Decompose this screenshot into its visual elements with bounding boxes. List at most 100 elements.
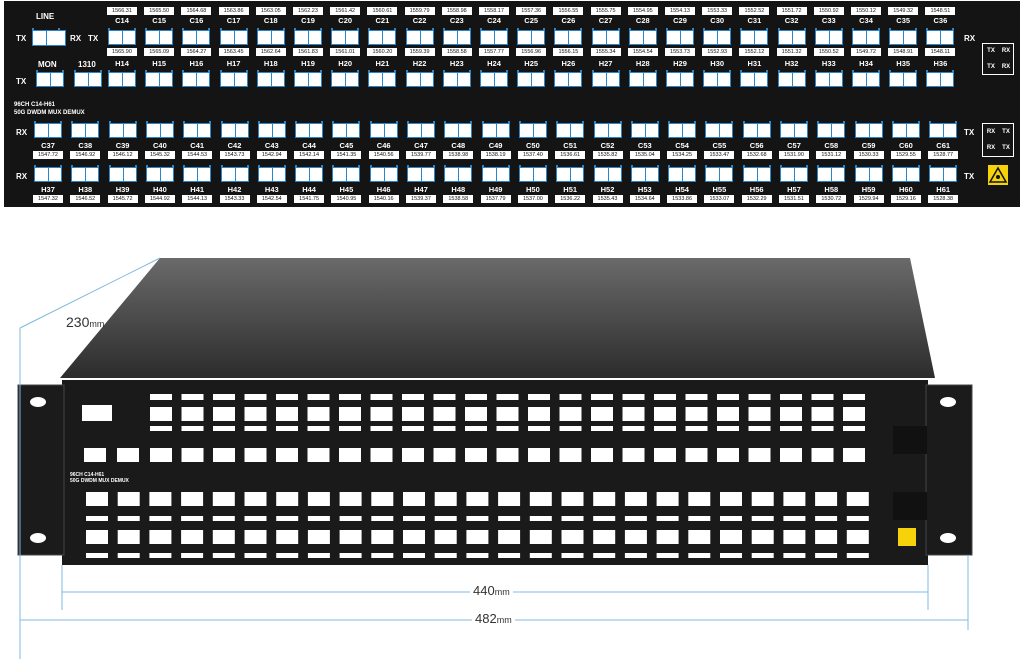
row2-port[interactable] (108, 70, 136, 87)
row2-port[interactable] (814, 70, 843, 87)
row4-port[interactable] (295, 165, 324, 182)
row3-port[interactable] (332, 121, 361, 138)
row1-port[interactable] (368, 28, 397, 45)
row4-port[interactable] (34, 165, 62, 182)
row3-port[interactable] (854, 121, 883, 138)
row1-port[interactable] (740, 28, 769, 45)
row1-port[interactable] (405, 28, 434, 45)
row2-port[interactable] (182, 70, 211, 87)
row2-port[interactable] (554, 70, 583, 87)
row3-port[interactable] (518, 121, 547, 138)
row4-port[interactable] (444, 165, 473, 182)
row4-port[interactable] (332, 165, 361, 182)
row4-port[interactable] (593, 165, 622, 182)
mon-port[interactable] (36, 70, 64, 87)
row3-port[interactable] (145, 121, 174, 138)
row2-port[interactable] (294, 70, 322, 87)
row3-port[interactable] (444, 121, 473, 138)
row3-port[interactable] (668, 121, 697, 138)
row1-port[interactable] (480, 28, 508, 45)
row1-port[interactable] (814, 28, 843, 45)
row2-port[interactable] (703, 70, 732, 87)
row2-port[interactable] (889, 70, 918, 87)
row4-port[interactable] (929, 165, 958, 182)
row4-port[interactable] (183, 165, 212, 182)
row3-port[interactable] (108, 121, 137, 138)
row1-port[interactable] (889, 28, 918, 45)
line-port[interactable] (32, 28, 66, 46)
row2-port[interactable] (368, 70, 397, 87)
row2-port[interactable] (666, 70, 694, 87)
row4-port[interactable] (891, 165, 920, 182)
row3-port[interactable] (929, 121, 958, 138)
row1-port[interactable] (703, 28, 732, 45)
row3-port[interactable] (295, 121, 324, 138)
row1-port[interactable] (666, 28, 694, 45)
row1-port[interactable] (926, 28, 955, 45)
row1-port[interactable] (777, 28, 806, 45)
row3-port[interactable] (593, 121, 622, 138)
row3-port[interactable] (817, 121, 846, 138)
row1-port[interactable] (517, 28, 546, 45)
row4-port[interactable] (556, 165, 585, 182)
row1-port[interactable] (331, 28, 360, 45)
row4-port[interactable] (518, 165, 547, 182)
row2-port[interactable] (405, 70, 434, 87)
row1-port[interactable] (628, 28, 657, 45)
row4-port[interactable] (668, 165, 697, 182)
row3-port[interactable] (183, 121, 212, 138)
row1-port[interactable] (591, 28, 620, 45)
row1-port[interactable] (256, 28, 285, 45)
row3-port[interactable] (34, 121, 62, 138)
row3-port[interactable] (630, 121, 659, 138)
row3-port[interactable] (891, 121, 920, 138)
row3-port[interactable] (220, 121, 249, 138)
row3-port[interactable] (481, 121, 510, 138)
right-connector-box-1[interactable]: TX RX TX RX (982, 43, 1014, 75)
row2-port[interactable] (256, 70, 285, 87)
right-connector-box-2[interactable]: RX TX RX TX (982, 123, 1014, 157)
row3-port[interactable] (71, 121, 100, 138)
row2-port[interactable] (777, 70, 806, 87)
row3-port[interactable] (369, 121, 398, 138)
row2-port[interactable] (331, 70, 360, 87)
row3-port[interactable] (742, 121, 771, 138)
row1-port[interactable] (442, 28, 471, 45)
row3-port[interactable] (556, 121, 585, 138)
row2-port[interactable] (591, 70, 620, 87)
row2-port[interactable] (145, 70, 174, 87)
row1-port[interactable] (108, 28, 136, 45)
row4-port[interactable] (481, 165, 510, 182)
row2-port[interactable] (926, 70, 955, 87)
row4-port[interactable] (71, 165, 100, 182)
row2-port[interactable] (517, 70, 546, 87)
row4-port[interactable] (630, 165, 659, 182)
row2-port[interactable] (219, 70, 248, 87)
row1-port[interactable] (852, 28, 880, 45)
row4-port[interactable] (257, 165, 286, 182)
row4-port[interactable] (407, 165, 435, 182)
row2-port[interactable] (852, 70, 880, 87)
row1-port[interactable] (554, 28, 583, 45)
row1-port[interactable] (294, 28, 322, 45)
row3-port[interactable] (780, 121, 808, 138)
row4-port[interactable] (817, 165, 846, 182)
row1-port[interactable] (219, 28, 248, 45)
row3-port[interactable] (407, 121, 435, 138)
row4-port[interactable] (369, 165, 398, 182)
row4-port[interactable] (742, 165, 771, 182)
row4-port[interactable] (854, 165, 883, 182)
row4-port[interactable] (145, 165, 174, 182)
row4-port[interactable] (705, 165, 734, 182)
row2-port[interactable] (442, 70, 471, 87)
row4-port[interactable] (780, 165, 808, 182)
row1-port[interactable] (182, 28, 211, 45)
row1-port[interactable] (145, 28, 174, 45)
row4-port[interactable] (220, 165, 249, 182)
row2-port[interactable] (740, 70, 769, 87)
p1310-port[interactable] (74, 70, 102, 87)
row4-port[interactable] (108, 165, 137, 182)
row2-port[interactable] (480, 70, 508, 87)
row2-port[interactable] (628, 70, 657, 87)
row3-port[interactable] (257, 121, 286, 138)
